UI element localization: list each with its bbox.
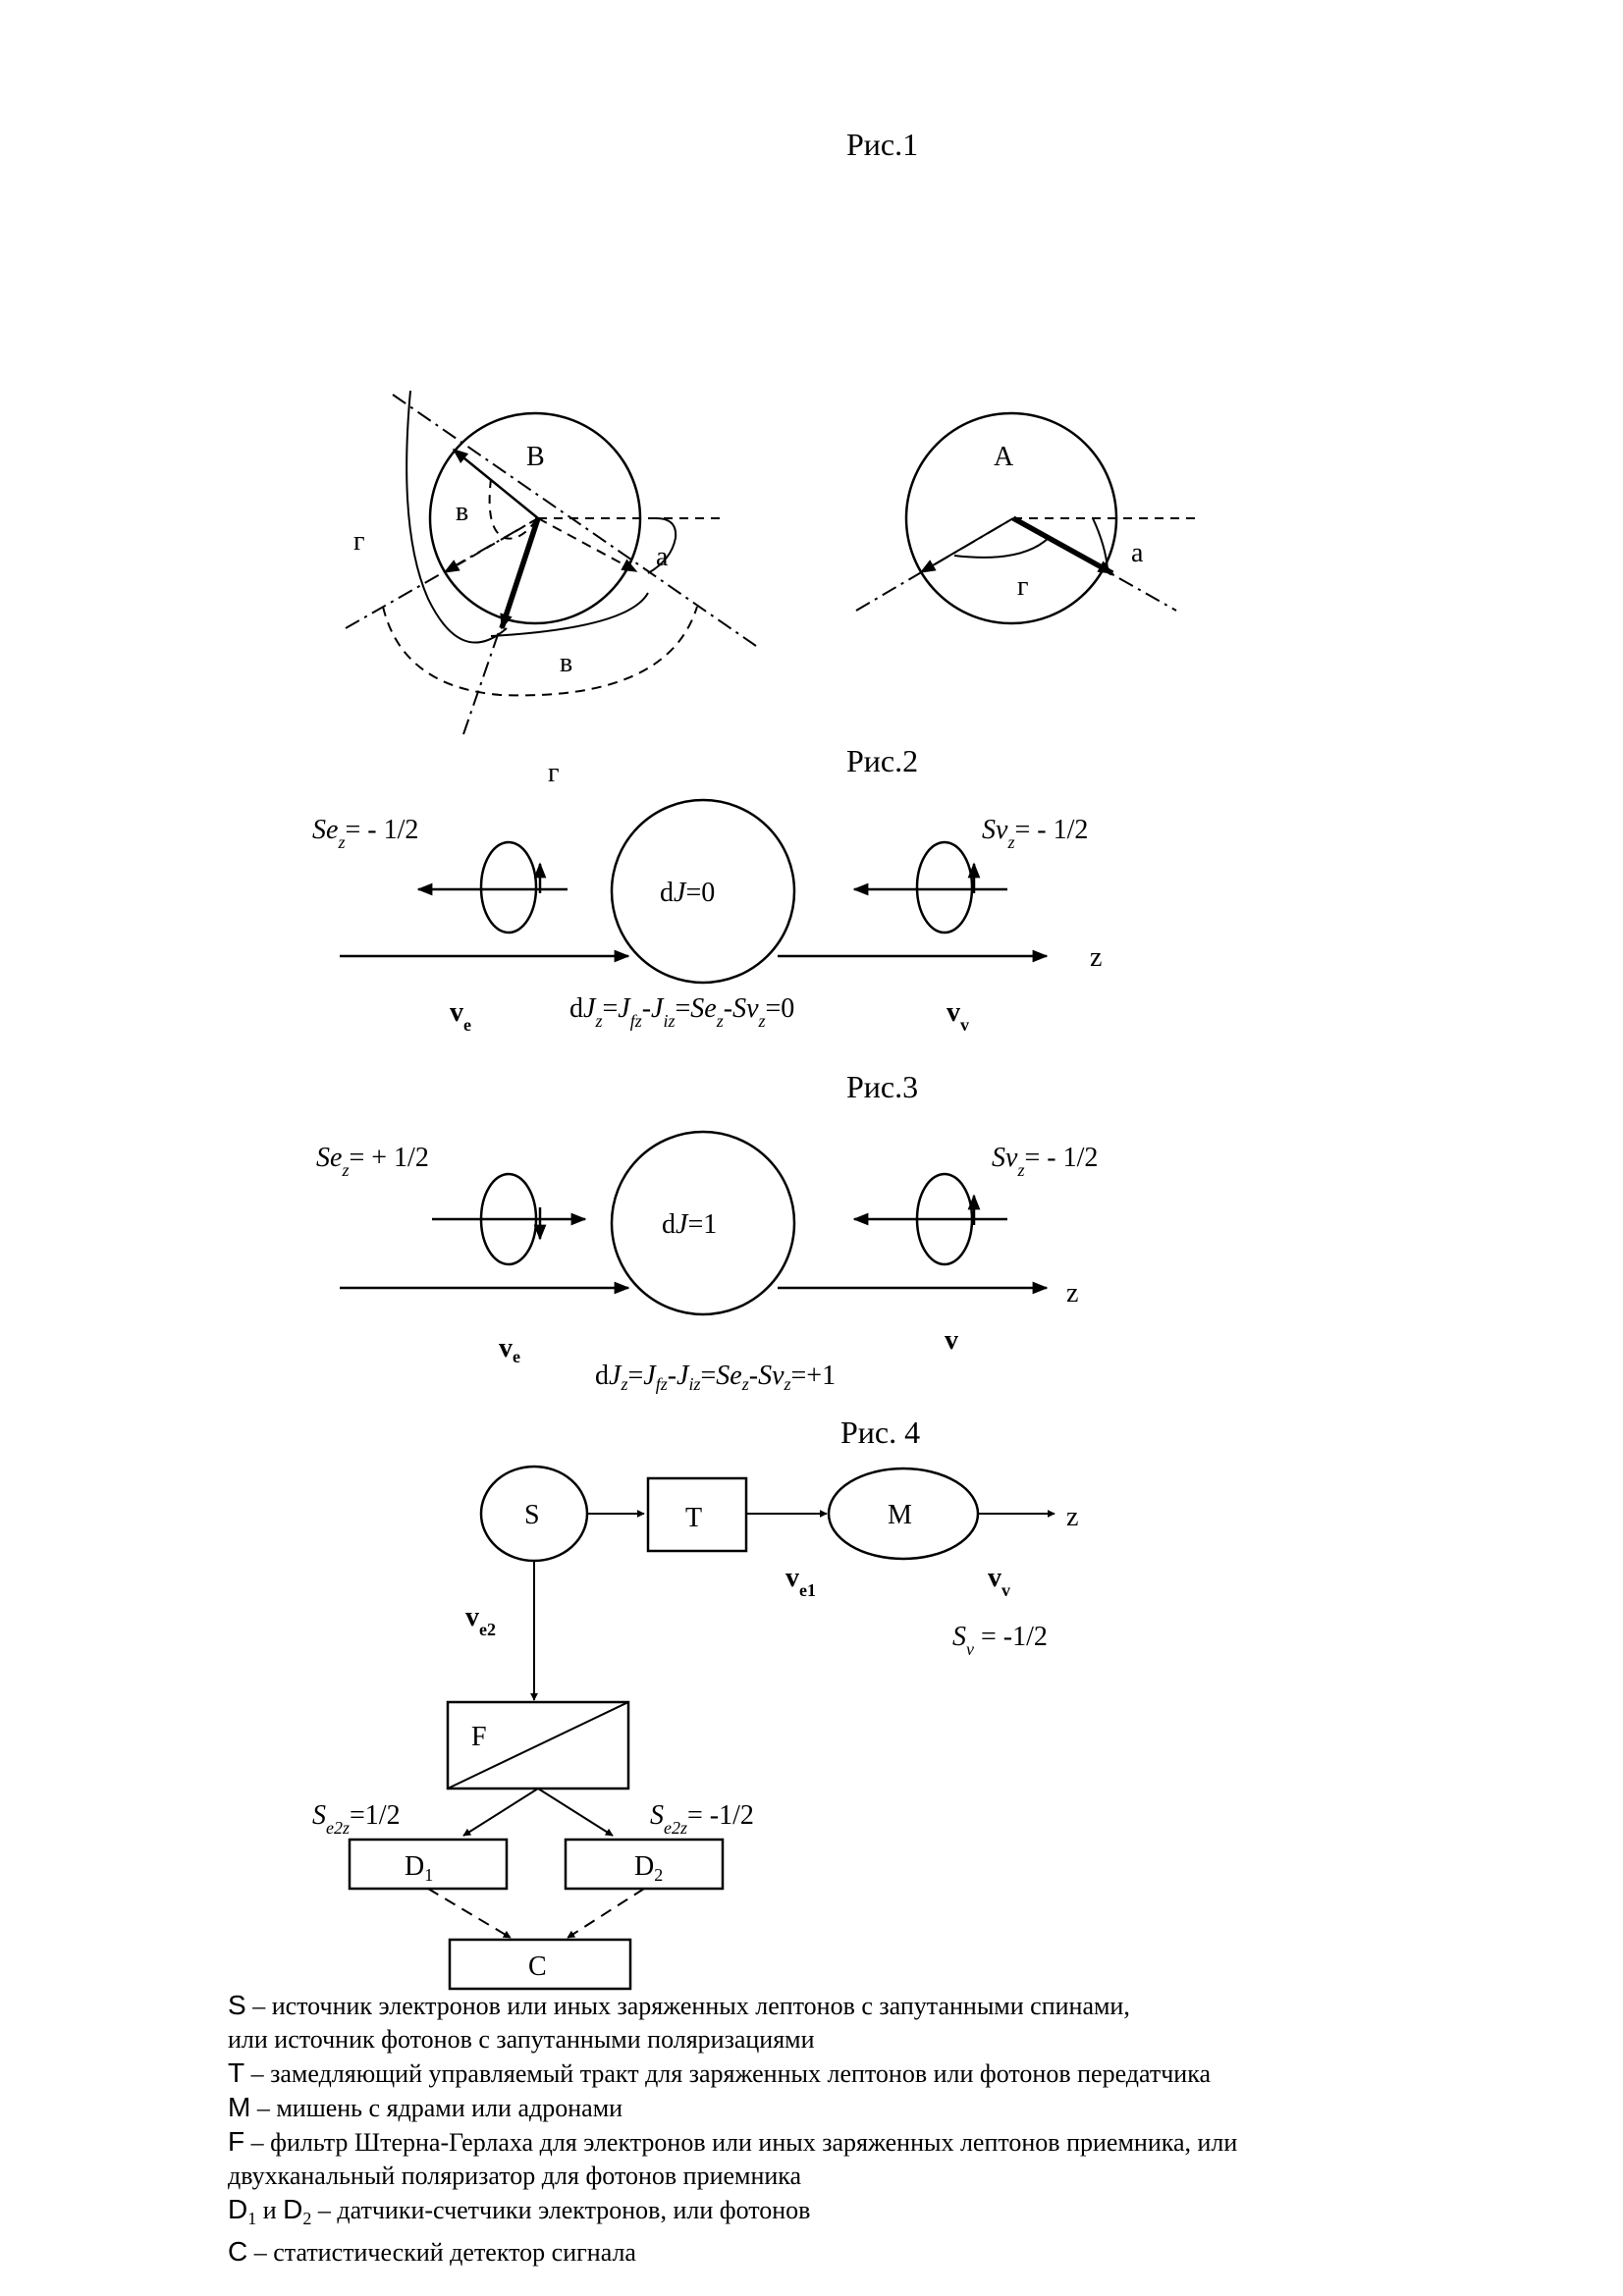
caption-fig2: Рис.2 bbox=[846, 743, 918, 778]
fig4-diagram: S T M z ve1 vv Sv = -1/2 ve2 F Se2z=1/2 … bbox=[312, 1465, 1078, 1991]
legend-line-f-cont: двухканальный поляризатор для фотонов пр… bbox=[228, 2162, 802, 2190]
arc-v-inner bbox=[488, 478, 537, 540]
node-d2-label: D2 bbox=[634, 1851, 663, 1885]
fig2-vv-label: vv bbox=[947, 997, 969, 1035]
legend-key-d2: D bbox=[283, 2194, 303, 2224]
legend-key-t: T bbox=[228, 2057, 245, 2088]
fig4-d1-spin-label: Se2z=1/2 bbox=[312, 1800, 401, 1838]
circle-b-label: В bbox=[526, 442, 545, 472]
fig3-axis-label: z bbox=[1066, 1278, 1078, 1308]
legend-line-d: D1 и D2 – датчики-счетчики электронов, и… bbox=[228, 2194, 811, 2229]
circle-a-label: А bbox=[994, 442, 1014, 472]
legend-line-c: C – статистический детектор сигнала bbox=[228, 2236, 636, 2268]
fig2-center-label: dJ=0 bbox=[660, 878, 715, 908]
node-s-label: S bbox=[524, 1500, 540, 1530]
fig3-v-label: v bbox=[945, 1325, 958, 1356]
legend-line-s: S – источник электронов или иных заряжен… bbox=[228, 1990, 1130, 2020]
angle-label-v-inner: в bbox=[456, 497, 468, 527]
legend: S – источник электронов или иных заряжен… bbox=[228, 1989, 1504, 2269]
vector-upper-left bbox=[452, 448, 539, 519]
fig2-axis-label: z bbox=[1090, 942, 1102, 973]
fig1-right-diagram: А а г bbox=[855, 411, 1196, 625]
fig2-ve-label: ve bbox=[450, 997, 471, 1035]
fig2-spin-right bbox=[915, 840, 974, 934]
vector-bold-a bbox=[1011, 515, 1114, 576]
fig4-d2-spin-label: Se2z= -1/2 bbox=[650, 1800, 754, 1838]
arc-bottom bbox=[490, 592, 649, 637]
legend-line-t: T – замедляющий управляемый тракт для за… bbox=[228, 2057, 1211, 2088]
node-c-label: C bbox=[528, 1951, 547, 1982]
fig2-sv-label: Svz= - 1/2 bbox=[982, 815, 1088, 852]
fig3-sv-label: Svz= - 1/2 bbox=[992, 1143, 1098, 1180]
legend-key-s: S bbox=[228, 1990, 246, 2020]
fig3-diagram: Sez= + 1/2 Svz= - 1/2 dJ=1 z ve v dJz=Jf… bbox=[316, 1130, 1098, 1394]
edge-f-to-d2 bbox=[537, 1788, 614, 1837]
node-m-label: M bbox=[888, 1500, 912, 1530]
node-c-detector bbox=[448, 1938, 632, 1991]
angle-label-v-outer: в bbox=[560, 648, 572, 678]
angle-label-g-right: г bbox=[1017, 571, 1028, 602]
edge-d1-to-c bbox=[427, 1888, 512, 1939]
legend-line-s-cont: или источник фотонов с запутанными поляр… bbox=[228, 2025, 815, 2054]
axis-line-diagonal bbox=[392, 394, 757, 647]
arc-g-left bbox=[406, 390, 508, 644]
angle-label-g-bottom: г bbox=[548, 758, 559, 788]
fig3-se-label: Sez= + 1/2 bbox=[316, 1143, 429, 1180]
vector-bold bbox=[499, 517, 541, 630]
vector-left-a bbox=[919, 517, 1014, 573]
fig4-ve2-label: ve2 bbox=[465, 1602, 496, 1639]
fig3-formula: dJz=Jfz-Jiz=Sez-Svz=+1 bbox=[595, 1361, 836, 1394]
fig2-spin-left bbox=[479, 840, 538, 934]
fig4-vv-label: vv bbox=[988, 1563, 1010, 1600]
fig2-se-label: Sez= - 1/2 bbox=[312, 815, 418, 852]
legend-key-f: F bbox=[228, 2126, 245, 2157]
node-t-label: T bbox=[685, 1503, 702, 1533]
fig4-axis-label: z bbox=[1066, 1502, 1078, 1532]
node-f-diagonal bbox=[447, 1701, 629, 1789]
vector-right bbox=[537, 517, 638, 572]
arc-a-right bbox=[1092, 517, 1109, 570]
arc-v-outer bbox=[382, 606, 698, 697]
caption-fig1: Рис.1 bbox=[846, 127, 918, 162]
fig2-formula: dJz=Jfz-Jiz=Sez-Svz=0 bbox=[569, 993, 794, 1031]
legend-line-f: F – фильтр Штерна-Герлаха для электронов… bbox=[228, 2126, 1238, 2157]
fig4-ve1-label: ve1 bbox=[785, 1563, 816, 1600]
legend-line-m: M – мишень с ядрами или адронами bbox=[228, 2092, 623, 2122]
edge-f-to-d1 bbox=[462, 1788, 539, 1837]
arc-a-left bbox=[647, 517, 677, 574]
edge-d2-to-c bbox=[567, 1888, 645, 1939]
fig3-ve-label: ve bbox=[499, 1333, 520, 1366]
arc-g-right bbox=[953, 537, 1050, 559]
caption-fig4: Рис. 4 bbox=[840, 1415, 920, 1450]
node-d1-label: D1 bbox=[405, 1851, 433, 1885]
fig3-center-circle bbox=[610, 1130, 796, 1316]
node-f-label: F bbox=[471, 1722, 487, 1752]
fig3-center-label: dJ=1 bbox=[662, 1209, 717, 1240]
angle-label-a-left: а bbox=[656, 542, 669, 572]
caption-fig3: Рис.3 bbox=[846, 1069, 918, 1104]
legend-key-d1: D bbox=[228, 2194, 248, 2224]
vector-lower-left bbox=[443, 517, 539, 573]
legend-key-c: C bbox=[228, 2236, 248, 2268]
fig1-left-diagram: В в г а в г bbox=[345, 390, 757, 788]
fig2-diagram: Sez= - 1/2 Svz= - 1/2 dJ=0 z ve vv dJz=J… bbox=[312, 798, 1102, 1035]
fig4-sv-label: Sv = -1/2 bbox=[952, 1622, 1048, 1659]
angle-label-g-left: г bbox=[353, 526, 364, 557]
fig2-center-circle bbox=[610, 798, 796, 985]
legend-key-m: M bbox=[228, 2092, 251, 2122]
angle-label-a-right: а bbox=[1131, 538, 1144, 568]
